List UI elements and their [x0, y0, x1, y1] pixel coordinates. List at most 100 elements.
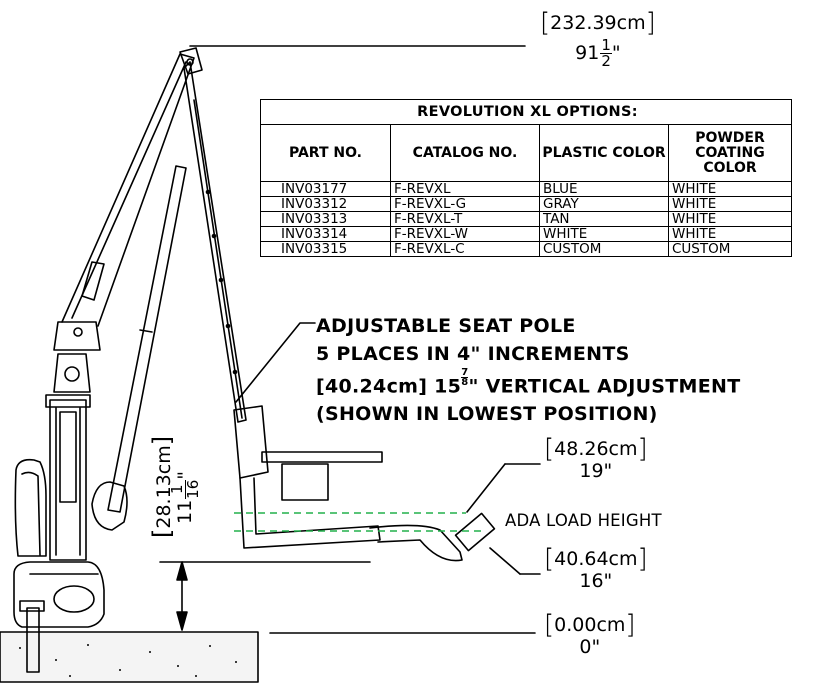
upper-seat-dimension-label: [48.26cm] 19"	[544, 436, 648, 482]
seat-pole-leader	[235, 322, 316, 403]
mast-column	[49, 399, 87, 561]
top-dim-den: 2	[601, 52, 611, 70]
bracket: [	[540, 8, 551, 38]
ground-texture	[19, 644, 237, 677]
battery-housing	[14, 458, 47, 557]
seat-arm	[261, 451, 383, 463]
speckle	[119, 669, 121, 671]
part-no-cell: INV03313	[260, 211, 391, 227]
table-title-row: REVOLUTION XL OPTIONS:	[260, 99, 792, 125]
vertical-dim-arrowhead-bottom	[176, 611, 188, 631]
seat-pole-note: ADJUSTABLE SEAT POLE 5 PLACES IN 4" INCR…	[316, 312, 741, 428]
base-switch	[19, 600, 45, 612]
base-housing	[13, 561, 105, 628]
header-powder-color: POWDER COATING COLOR	[668, 124, 792, 182]
rotation-head	[53, 353, 91, 393]
ada-lines	[234, 512, 486, 532]
actuator-cylinder	[59, 411, 77, 503]
pole-hole	[218, 277, 224, 283]
speckle	[209, 645, 211, 647]
top-dim-unit: "	[611, 42, 621, 64]
note-line-2: 5 PLACES IN 4" INCREMENTS	[316, 343, 630, 365]
boom-gusset	[53, 321, 101, 351]
battery-lid	[21, 471, 41, 556]
top-dim-num: 1	[600, 36, 612, 54]
pole-hole	[211, 233, 217, 239]
bracket: ]	[637, 544, 648, 574]
anchor-post	[26, 607, 40, 673]
speckle	[19, 647, 21, 649]
note-line-4: (SHOWN IN LOWEST POSITION)	[316, 403, 658, 426]
speckle	[149, 651, 151, 653]
plastic-color-cell: CUSTOM	[539, 241, 669, 257]
seat-pole	[183, 61, 247, 423]
boom-arm	[61, 53, 195, 327]
options-table: REVOLUTION XL OPTIONS: PART NO. CATALOG …	[260, 99, 792, 257]
bracket: ]	[645, 8, 656, 38]
ground-imperial: 0"	[579, 636, 601, 658]
plastic-color-cell: GRAY	[539, 196, 669, 212]
plastic-color-cell: TAN	[539, 211, 669, 227]
footrest-bar	[369, 524, 463, 562]
speckle	[235, 661, 237, 663]
speckle	[195, 675, 197, 677]
plastic-color-cell: WHITE	[539, 226, 669, 242]
vertical-dim-arrowhead-top	[176, 561, 188, 581]
note-line-3-prefix: [40.24cm] 15	[316, 375, 462, 398]
ground-dimension-label: [0.00cm] 0"	[544, 612, 636, 658]
powder-color-cell: WHITE	[668, 211, 792, 227]
lower-seat-metric: 40.64cm	[554, 548, 638, 570]
ground-slab	[0, 631, 259, 683]
table-title: REVOLUTION XL OPTIONS:	[260, 99, 792, 125]
footrest-pad	[454, 512, 496, 552]
speckle	[69, 675, 71, 677]
gusset-hole	[73, 327, 83, 337]
seat-frame	[239, 477, 381, 549]
bracket: [	[148, 528, 176, 538]
note-frac-num: 7	[461, 367, 469, 378]
catalog-no-cell: F-REVXL	[390, 181, 540, 197]
speckle	[177, 665, 179, 667]
table-header-row: PART NO. CATALOG NO. PLASTIC COLOR POWDE…	[260, 124, 792, 182]
header-catalog-no: CATALOG NO.	[390, 124, 540, 182]
bracket: ]	[637, 434, 648, 464]
header-plastic-color: PLASTIC COLOR	[539, 124, 669, 182]
top-dimension-metric: 232.39cm	[550, 12, 646, 34]
strut-joint	[139, 329, 153, 333]
note-line-3-suffix: " VERTICAL ADJUSTMENT	[468, 375, 741, 398]
lower-seat-dimension-label: [40.64cm] 16"	[544, 546, 648, 592]
vertical-den: 16	[184, 479, 202, 499]
catalog-no-cell: F-REVXL-W	[390, 226, 540, 242]
pole-holes	[205, 189, 238, 375]
strut-motor	[91, 481, 128, 531]
bracket: [	[544, 544, 555, 574]
powder-color-cell: CUSTOM	[668, 241, 792, 257]
part-no-cell: INV03312	[260, 196, 391, 212]
upper-seat-imperial: 19"	[579, 460, 613, 482]
plastic-color-cell: BLUE	[539, 181, 669, 197]
powder-color-cell: WHITE	[668, 181, 792, 197]
part-no-cell: INV03177	[260, 181, 391, 197]
vertical-whole: 11	[174, 499, 196, 524]
vertical-unit: "	[174, 470, 196, 480]
ada-load-height-label: ADA LOAD HEIGHT	[505, 511, 662, 530]
speckle	[55, 659, 57, 661]
header-part-no: PART NO.	[260, 124, 391, 182]
bracket: ]	[148, 435, 176, 446]
note-frac-den: 8	[461, 377, 469, 388]
control-dial	[53, 585, 95, 613]
pole-hole	[205, 189, 211, 195]
pole-hole	[232, 369, 238, 375]
seat-back	[233, 405, 269, 479]
catalog-no-cell: F-REVXL-T	[390, 211, 540, 227]
